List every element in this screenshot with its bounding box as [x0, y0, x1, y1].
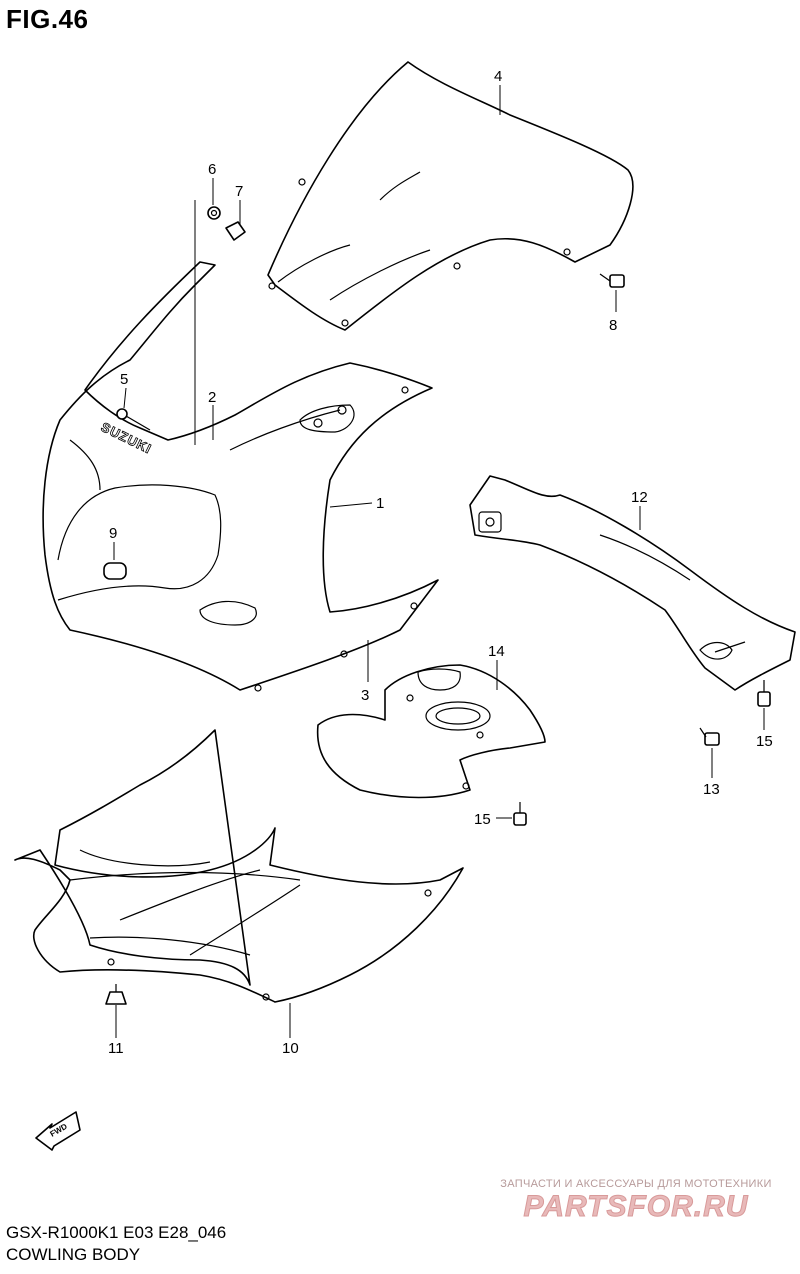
callout-10: 10 — [282, 1040, 299, 1057]
bolt-15b[interactable] — [513, 802, 527, 826]
callout-4: 4 — [494, 68, 502, 85]
callout-15b: 15 — [474, 811, 491, 828]
windscreen-part[interactable] — [267, 61, 634, 331]
side-bracket-part[interactable] — [469, 475, 796, 691]
grommet-7[interactable] — [225, 221, 246, 241]
clip-11[interactable] — [105, 984, 127, 1005]
callout-numbers: 4 6 7 5 2 1 9 12 8 3 14 13 15 15 11 10 — [108, 68, 773, 1057]
nut-6[interactable] — [207, 206, 221, 220]
bolt-13[interactable] — [699, 727, 720, 746]
model-code: GSX-R1000K1 E03 E28_046 — [6, 1223, 227, 1242]
section-name: COWLING BODY — [6, 1245, 141, 1264]
leader-lines — [113, 85, 765, 1038]
callout-6: 6 — [208, 161, 216, 178]
watermark-logo: PARTSFOR.RU — [523, 1190, 749, 1224]
bolt-8[interactable] — [599, 273, 625, 288]
figure-footer: GSX-R1000K1 E03 E28_046 COWLING BODY — [6, 1222, 226, 1266]
lower-cowling-part[interactable] — [14, 729, 464, 1003]
figure-title: FIG.46 — [6, 4, 89, 34]
callout-11: 11 — [108, 1040, 124, 1057]
watermark-tagline: ЗАПЧАСТИ И АКСЕССУАРЫ ДЛЯ МОТОТЕХНИКИ — [500, 1178, 772, 1190]
callout-13: 13 — [703, 781, 720, 798]
callout-7: 7 — [235, 183, 243, 200]
inner-duct-part[interactable] — [316, 664, 546, 799]
bolt-15a[interactable] — [757, 680, 771, 707]
callout-5: 5 — [120, 371, 128, 388]
forward-direction-arrow-icon: FWD — [35, 1111, 81, 1151]
watermark: ЗАПЧАСТИ И АКСЕССУАРЫ ДЛЯ МОТОТЕХНИКИ PA… — [486, 1178, 786, 1224]
callout-9: 9 — [109, 525, 117, 542]
upper-cowling-part[interactable]: SUZUKI — [42, 261, 439, 692]
callout-3: 3 — [361, 687, 369, 704]
cushion-9[interactable] — [103, 562, 127, 580]
screw-5[interactable] — [116, 408, 151, 431]
callout-8: 8 — [609, 317, 617, 334]
callout-2: 2 — [208, 389, 216, 406]
callout-15a: 15 — [756, 733, 773, 750]
callout-12: 12 — [631, 489, 648, 506]
callout-1: 1 — [376, 495, 384, 512]
callout-14: 14 — [488, 643, 505, 660]
